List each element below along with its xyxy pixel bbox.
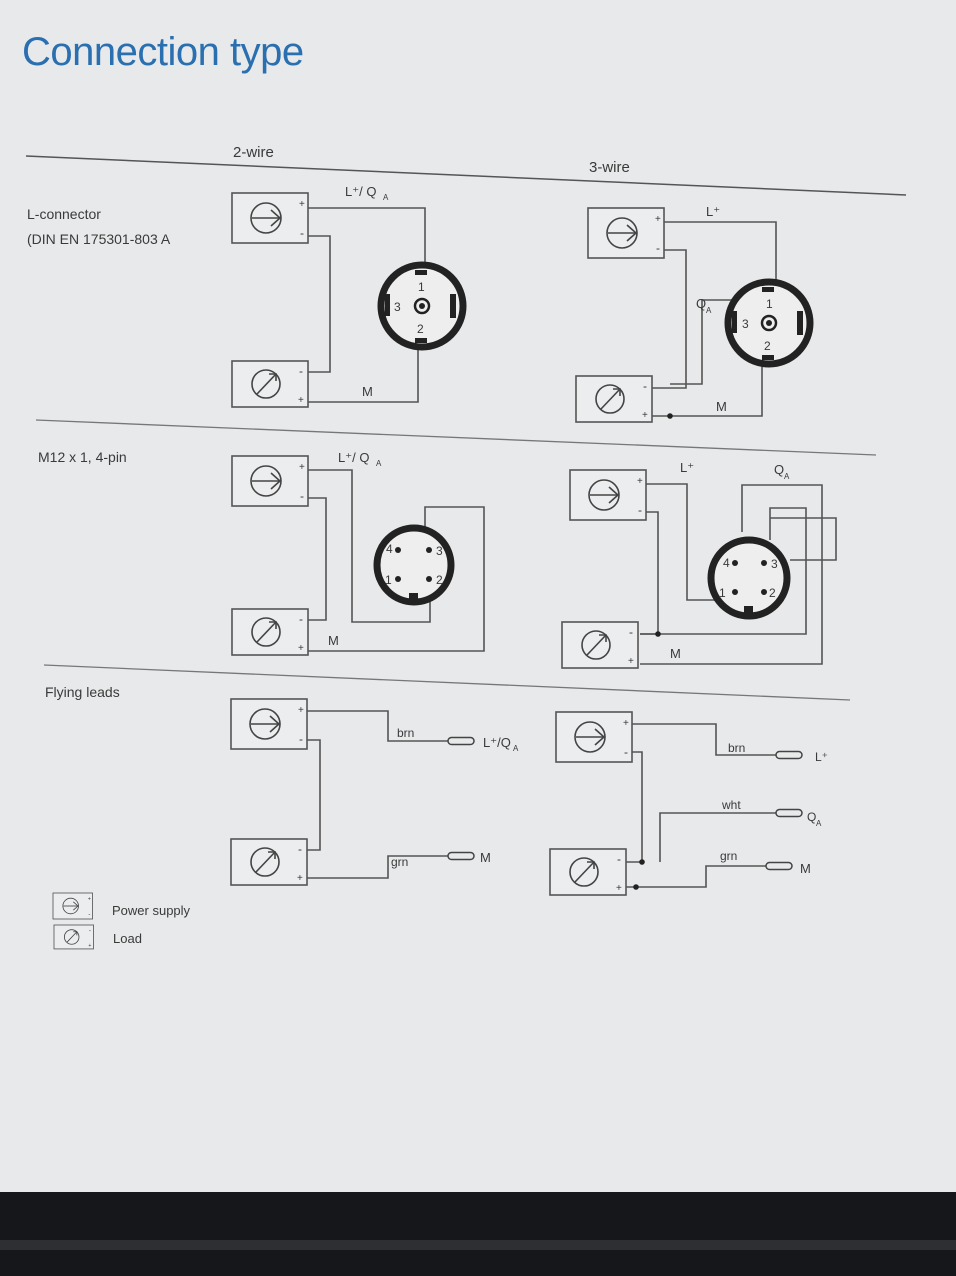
- wire-end-icon: [775, 808, 803, 818]
- wire-end-icon: [775, 750, 803, 760]
- wire-label-m: M: [800, 861, 811, 876]
- flying-leads-3-wire: brn wht grn L⁺ Q A M: [549, 711, 828, 896]
- wire-label-m: M: [328, 633, 339, 648]
- wire-label-lq-sub: A: [383, 193, 389, 202]
- din-connector-icon: 1 3 2: [377, 261, 467, 351]
- pin-2-label: 2: [436, 573, 443, 587]
- wire-label-m: M: [362, 384, 373, 399]
- wire-label-grn: grn: [720, 849, 737, 863]
- load-icon: [575, 375, 653, 423]
- monitor-bezel: [0, 1192, 956, 1276]
- power-supply-icon: [231, 192, 309, 244]
- wire-label-m: M: [670, 646, 681, 661]
- load-icon: [561, 621, 639, 669]
- row-label-m12: M12 x 1, 4-pin: [38, 449, 127, 465]
- l-connector-2-wire: L⁺/ Q A M 1 3 2: [231, 184, 467, 408]
- power-supply-icon: [52, 892, 93, 920]
- load-icon: [230, 838, 308, 886]
- wire-label-lq-sub: A: [376, 459, 382, 468]
- wire-label-lplus: L⁺: [815, 750, 828, 764]
- power-supply-icon: [231, 455, 309, 507]
- pin-3-label: 3: [394, 300, 401, 314]
- wire-label-q: Q: [696, 296, 706, 311]
- wire-label-q-sub: A: [816, 819, 822, 828]
- wire-label-q: Q: [774, 462, 784, 477]
- pin-1-label: 1: [766, 297, 773, 311]
- wire-label-m: M: [716, 399, 727, 414]
- pin-3-label: 3: [436, 544, 443, 558]
- m12-connector-icon: 4 3 1 2: [373, 524, 455, 606]
- wire-label-m: M: [480, 850, 491, 865]
- m12-2-wire: L⁺/ Q A M 4 3 1 2: [231, 450, 485, 656]
- load-icon: [231, 360, 309, 408]
- header-rule: [25, 155, 907, 196]
- pin-1-label: 1: [418, 280, 425, 294]
- wire-end-icon: [765, 861, 793, 871]
- pin-4-label: 4: [386, 542, 393, 556]
- row-label-l-connector: L-connector: [27, 206, 101, 222]
- m12-connector-icon: 4 3 1 2: [707, 536, 791, 620]
- power-supply-icon: [555, 711, 633, 763]
- power-supply-icon: [569, 469, 647, 521]
- legend-power-supply: Power supply: [112, 903, 191, 918]
- row-label-flying-leads: Flying leads: [45, 684, 120, 700]
- legend: Power supply Load: [52, 892, 191, 950]
- monitor-bezel-strip: [0, 1240, 956, 1250]
- wire-end-icon: [447, 736, 475, 746]
- pin-3-label: 3: [742, 317, 749, 331]
- wire-label-lplus: L⁺: [680, 460, 694, 475]
- legend-load: Load: [113, 931, 142, 946]
- wire-label-brn: brn: [728, 741, 745, 755]
- wire-label-lq: L⁺/ Q: [338, 450, 369, 465]
- datasheet-page: Connection type + - - +: [0, 0, 956, 1192]
- load-icon: [53, 924, 94, 950]
- pin-2-label: 2: [764, 339, 771, 353]
- column-header-2-wire: 2-wire: [233, 144, 274, 161]
- pin-3-label: 3: [771, 557, 778, 571]
- din-connector-icon: 1 3 2: [724, 278, 814, 368]
- wire-label-lq: L⁺/Q: [483, 735, 511, 750]
- power-supply-icon: [587, 207, 665, 259]
- row-label-din-standard: (DIN EN 175301-803 A: [27, 231, 171, 247]
- wire-end-icon: [447, 851, 475, 861]
- connection-diagram: + - - + 2-wire 3-wire L-connector (DIN E…: [25, 144, 907, 950]
- m12-3-wire: L⁺ Q A M 4 3 1 2: [561, 460, 837, 669]
- wire-label-q-sub: A: [784, 472, 790, 481]
- load-icon: [549, 848, 627, 896]
- pin-2-label: 2: [417, 322, 424, 336]
- pin-2-label: 2: [769, 586, 776, 600]
- wire-label-grn: grn: [391, 855, 408, 869]
- wire-label-lq: L⁺/ Q: [345, 184, 376, 199]
- row-divider: [35, 419, 877, 456]
- column-header-3-wire: 3-wire: [589, 159, 630, 176]
- pin-4-label: 4: [723, 556, 730, 570]
- wire-label-lplus: L⁺: [706, 204, 720, 219]
- row-divider: [43, 664, 851, 701]
- wire-label-q-sub: A: [706, 306, 712, 315]
- wire-label-brn: brn: [397, 726, 414, 740]
- wire-label-q: Q: [807, 810, 816, 824]
- page-title: Connection type: [22, 30, 304, 74]
- flying-leads-2-wire: brn grn L⁺/Q A M: [230, 698, 519, 886]
- wire-label-wht: wht: [721, 798, 741, 812]
- pin-1-label: 1: [719, 586, 726, 600]
- load-icon: [231, 608, 309, 656]
- wire-label-lq-sub: A: [513, 744, 519, 753]
- power-supply-icon: [230, 698, 308, 750]
- pin-1-label: 1: [385, 573, 392, 587]
- l-connector-3-wire: L⁺ Q A M 1 3 2: [575, 204, 814, 423]
